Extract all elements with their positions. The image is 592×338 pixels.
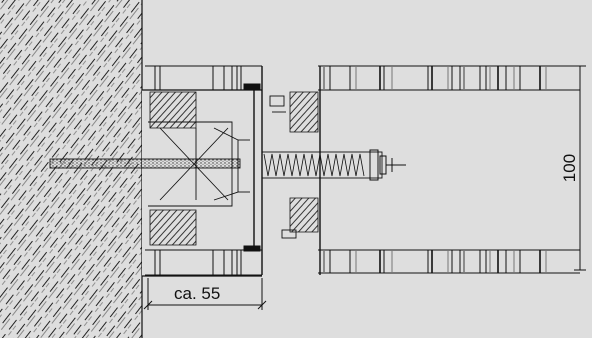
width-dimension bbox=[143, 278, 267, 310]
width-dimension-label: ca. 55 bbox=[174, 284, 220, 303]
clip-parts bbox=[269, 95, 297, 239]
height-dimension bbox=[574, 65, 586, 271]
masonry-wall bbox=[0, 0, 150, 338]
right-rails bbox=[318, 65, 580, 274]
upper-profile bbox=[145, 65, 262, 91]
upper-rail-ticks bbox=[323, 66, 547, 90]
lower-profile bbox=[145, 245, 262, 276]
height-dimension-label: 100 bbox=[560, 154, 579, 182]
wall-anchor-rod bbox=[49, 158, 241, 169]
lower-rail-ticks bbox=[323, 250, 547, 273]
insulation-blocks bbox=[149, 91, 319, 246]
threaded-screw bbox=[261, 149, 406, 181]
